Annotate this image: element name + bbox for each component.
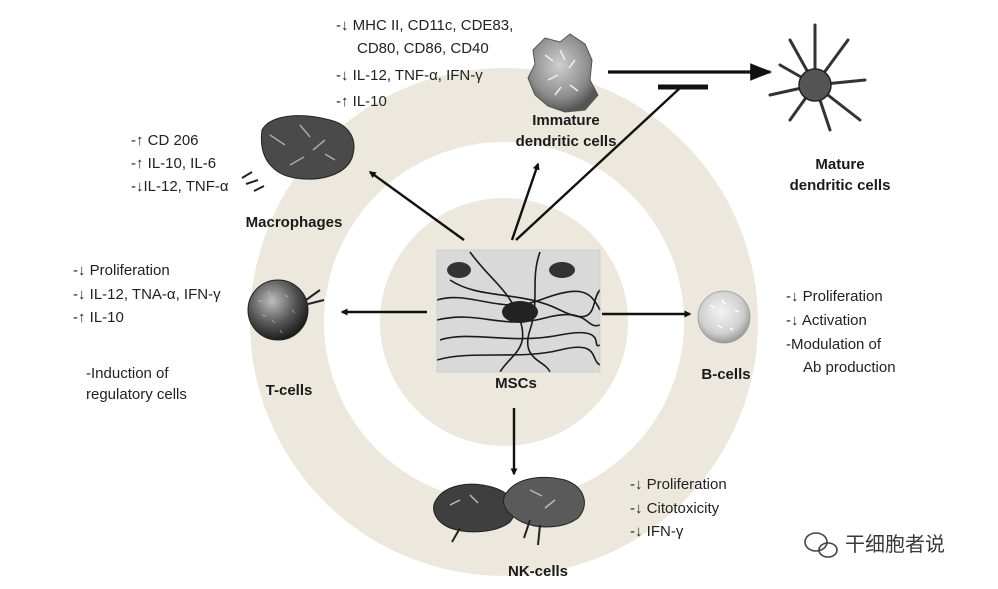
macrophage-image	[241, 115, 355, 192]
msc-cell-image	[436, 250, 601, 373]
immature-dc-effect: CD80, CD86, CD40	[357, 40, 489, 57]
t-cell-effect: -↓ Proliferation	[73, 262, 170, 279]
wechat-icon	[804, 532, 838, 558]
msc-label: MSCs	[495, 375, 537, 392]
mature-dc-label-line: Mature	[815, 156, 865, 173]
t-cell-effect: -↑ IL-10	[73, 309, 124, 326]
mature-dc-image	[768, 23, 867, 132]
immature-dc-effect: -↓ MHC II, CD11c, CDE83,	[336, 17, 514, 34]
arrows	[340, 63, 773, 476]
t-cells-label: T-cells	[265, 382, 313, 399]
t-cell-extra: -Induction of	[86, 365, 169, 382]
b-cell-effect: -Modulation of	[786, 336, 882, 353]
watermark-text: 干细胞者说	[845, 534, 945, 556]
immature-dc-effect: -↑ IL-10	[336, 93, 387, 110]
immature-dc-label-line: Immature	[532, 112, 600, 129]
macrophage-effect: -↓IL-12, TNF-α	[131, 178, 229, 195]
b-cell-image	[697, 290, 751, 344]
macrophage-effect: -↑ IL-10, IL-6	[131, 155, 217, 172]
nk-cell-image	[433, 476, 585, 546]
t-cell-effect: -↓ IL-12, TNA-α, IFN-γ	[73, 286, 221, 303]
macrophage-effect: -↑ CD 206	[131, 132, 199, 149]
immature-dc-label-line: dendritic cells	[515, 133, 617, 150]
t-cell-extra: regulatory cells	[86, 386, 187, 403]
b-cell-effect: Ab production	[803, 359, 896, 376]
inhibition-line	[515, 87, 681, 241]
nk-cells-label: NK-cells	[507, 563, 569, 580]
mature-dc-label: Mature dendritic cells	[768, 154, 912, 196]
macrophages-label: Macrophages	[245, 214, 343, 231]
nk-cell-effect: -↓ Citotoxicity	[630, 500, 720, 517]
b-cell-effect: -↓ Activation	[786, 312, 867, 329]
b-cells-label: B-cells	[701, 366, 751, 383]
b-cell-effect: -↓ Proliferation	[786, 288, 883, 305]
immature-dc-label: Immature dendritic cells	[488, 110, 644, 152]
arrow-to-immature-dc	[510, 162, 540, 241]
arrow-to-macrophages	[368, 171, 465, 241]
mature-dc-label-line: dendritic cells	[789, 177, 891, 194]
nk-cell-effect: -↓ Proliferation	[630, 476, 727, 493]
nk-cell-effect: -↓ IFN-γ	[630, 523, 684, 540]
immature-dc-effect: -↓ IL-12, TNF-α, IFN-γ	[336, 67, 483, 84]
t-cell-image	[247, 279, 325, 341]
immature-dc-image	[527, 33, 599, 113]
